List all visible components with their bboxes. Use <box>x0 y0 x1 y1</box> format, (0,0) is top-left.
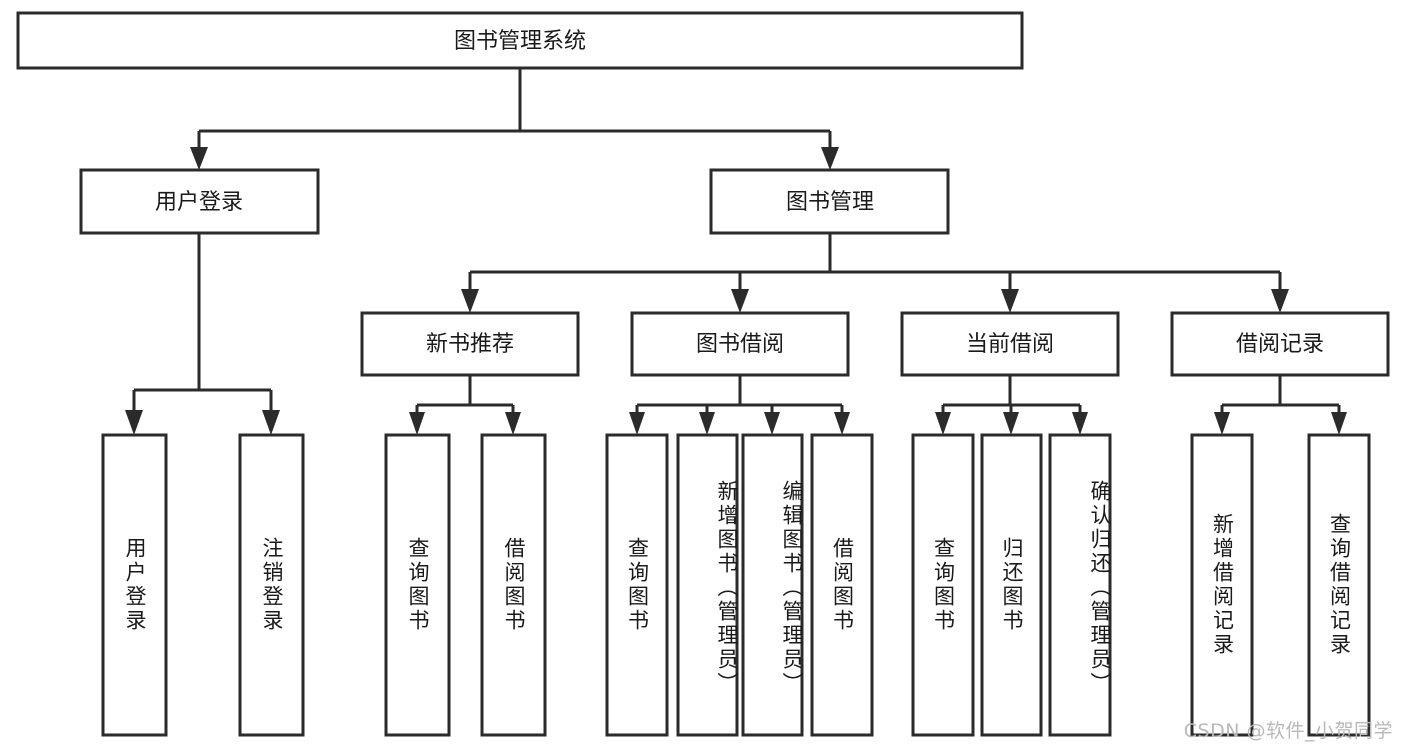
node-borrow-record-box[interactable] <box>1170 311 1390 377</box>
leaf-box-user-login[interactable] <box>101 433 168 737</box>
arrow-newbook-leaf-2 <box>505 412 521 435</box>
node-root-box[interactable] <box>16 11 1024 70</box>
arrow-bookmanage-borrow-record <box>1271 289 1289 313</box>
arrow-borrowrecord-leaf-2 <box>1331 412 1347 435</box>
leaf-box-edit-book[interactable] <box>741 433 804 737</box>
leaf-box-borrow-book-2[interactable] <box>810 433 874 737</box>
watermark-text: CSDN @软件_小贺同学 <box>1183 720 1393 742</box>
node-book-manage-label: 图书管理 <box>786 190 874 215</box>
arrow-bookborrow-leaf-4 <box>834 412 850 435</box>
arrow-bookmanage-book-borrow <box>731 289 749 313</box>
node-new-book-rec-box[interactable] <box>360 311 580 377</box>
leaf-box-return-book[interactable] <box>980 433 1043 737</box>
node-current-borrow-label: 当前借阅 <box>966 332 1054 357</box>
leaf-box-confirm-return[interactable] <box>1048 433 1112 737</box>
leaf-box-query-record[interactable] <box>1307 433 1371 737</box>
arrow-bookborrow-leaf-1 <box>629 412 645 435</box>
leaf-box-query-book-1[interactable] <box>384 433 451 737</box>
connectors-group <box>125 68 1347 435</box>
node-book-borrow-label: 图书借阅 <box>696 332 784 357</box>
node-borrow-record[interactable]: 借阅记录 <box>1170 311 1390 377</box>
node-book-manage-box[interactable] <box>709 168 950 235</box>
arrow-root-to-user-login <box>190 147 208 170</box>
leaf-box-add-record[interactable] <box>1190 433 1254 737</box>
leaf-box-query-book-3[interactable] <box>911 433 975 737</box>
node-book-borrow-box[interactable] <box>630 311 850 377</box>
arrow-currentborrow-leaf-1 <box>935 412 951 435</box>
node-new-book-rec[interactable]: 新书推荐 <box>360 311 580 377</box>
arrow-currentborrow-leaf-3 <box>1072 412 1088 435</box>
arrow-bookmanage-current-borrow <box>1001 289 1019 313</box>
node-new-book-rec-label: 新书推荐 <box>426 332 514 357</box>
node-book-borrow[interactable]: 图书借阅 <box>630 311 850 377</box>
arrow-userlogin-leaf-1 <box>125 410 143 435</box>
arrow-root-to-book-manage <box>821 147 839 170</box>
node-borrow-record-label: 借阅记录 <box>1236 332 1324 357</box>
leaf-boxes-group <box>101 433 1371 737</box>
leaf-box-user-logout[interactable] <box>238 433 305 737</box>
arrow-newbook-leaf-1 <box>409 412 425 435</box>
node-user-login-label: 用户登录 <box>155 190 243 215</box>
leaf-box-query-book-2[interactable] <box>605 433 669 737</box>
node-root[interactable]: 图书管理系统 <box>16 11 1024 70</box>
leaf-box-borrow-book-1[interactable] <box>480 433 547 737</box>
arrow-bookborrow-leaf-3 <box>764 412 780 435</box>
arrow-bookmanage-new-book-rec <box>461 289 479 313</box>
node-user-login-box[interactable] <box>79 168 320 235</box>
node-current-borrow-box[interactable] <box>900 311 1120 377</box>
node-current-borrow[interactable]: 当前借阅 <box>900 311 1120 377</box>
node-user-login[interactable]: 用户登录 <box>79 168 320 235</box>
arrow-userlogin-leaf-2 <box>262 410 280 435</box>
arrow-currentborrow-leaf-2 <box>1003 412 1019 435</box>
arrow-borrowrecord-leaf-1 <box>1214 412 1230 435</box>
node-root-label: 图书管理系统 <box>454 29 586 54</box>
leaf-box-add-book[interactable] <box>676 433 739 737</box>
node-book-manage[interactable]: 图书管理 <box>709 168 950 235</box>
arrow-bookborrow-leaf-2 <box>699 412 715 435</box>
